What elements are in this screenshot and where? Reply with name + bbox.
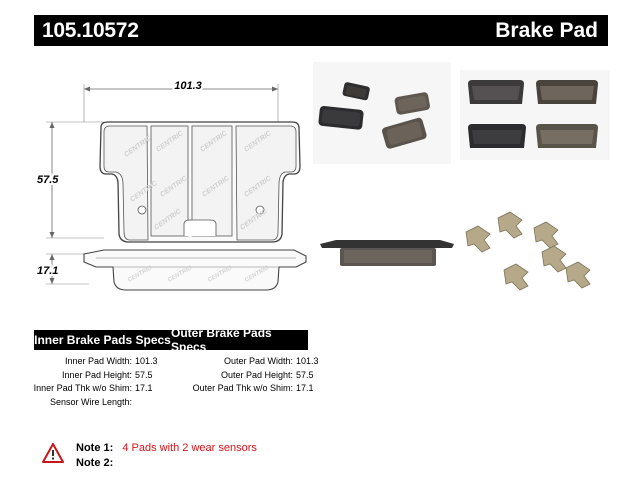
spec-value: 101.3 (135, 356, 158, 366)
outer-specs-heading: Outer Brake Pads Specs (171, 326, 272, 354)
spec-label: Outer Pad Thk w/o Shim: (192, 383, 293, 393)
pad-side-view (83, 249, 307, 291)
spec-row: Inner Pad Thk w/o Shim: 17.1 (20, 382, 158, 396)
product-title: Brake Pad (495, 18, 598, 42)
spec-label: Inner Pad Thk w/o Shim: (33, 383, 132, 393)
brake-pad-side-photo (318, 232, 456, 276)
note-label: Note 2: (76, 457, 114, 469)
part-number: 105.10572 (42, 18, 139, 42)
height-dimension-label: 57.5 (37, 174, 59, 186)
spec-label: Outer Pad Height: (220, 369, 293, 380)
warning-icon (42, 443, 64, 463)
spec-value: 101.3 (296, 356, 319, 366)
friction-block-center-left (150, 125, 189, 237)
header-bar: 105.10572 Brake Pad (34, 15, 608, 46)
note-label: Note 1: (76, 442, 114, 454)
note-1: Note 1: 4 Pads with 2 wear sensors (76, 442, 257, 454)
note-2: Note 2: (76, 457, 119, 469)
spec-label: Inner Pad Width: (64, 356, 132, 366)
spec-value (132, 396, 135, 410)
inner-specs-heading: Inner Brake Pads Specs (34, 333, 171, 347)
spec-value: 17.1 (135, 383, 153, 393)
technical-drawing: 101.3 57.5 CENTRIC CENTRIC CENTRIC CENTR… (35, 78, 307, 291)
brake-pad-faces-photo (460, 70, 610, 160)
spec-value: 57.5 (135, 369, 153, 380)
spec-row: Inner Pad Height: 57.5 (20, 369, 158, 383)
spec-row: Outer Pad Width: 101.3 (160, 355, 319, 369)
thickness-dimension-label: 17.1 (37, 265, 58, 277)
hardware-clips-photo (460, 208, 610, 300)
friction-block-right (235, 125, 297, 241)
specs-header-bar: Inner Brake Pads Specs Outer Brake Pads … (34, 326, 308, 354)
brake-pad-set-photo (313, 62, 451, 164)
spec-value: 57.5 (296, 369, 314, 380)
width-dimension-label: 101.3 (174, 80, 202, 92)
spec-value: 17.1 (296, 383, 314, 393)
spec-row: Outer Pad Height: 57.5 (160, 369, 319, 383)
outer-specs-list: Outer Pad Width: 101.3 Outer Pad Height:… (160, 355, 319, 396)
friction-block-center-right (191, 125, 233, 237)
spec-row: Sensor Wire Length: (20, 396, 158, 410)
spec-row: Outer Pad Thk w/o Shim: 17.1 (160, 382, 319, 396)
note-value: 4 Pads with 2 wear sensors (122, 442, 257, 454)
spec-label: Inner Pad Height: (61, 369, 132, 380)
friction-block-left (103, 125, 149, 241)
spec-label: Outer Pad Width: (223, 356, 293, 366)
spec-row: Inner Pad Width: 101.3 (20, 355, 158, 369)
spec-label: Sensor Wire Length: (49, 396, 132, 407)
inner-specs-list: Inner Pad Width: 101.3 Inner Pad Height:… (20, 355, 158, 409)
